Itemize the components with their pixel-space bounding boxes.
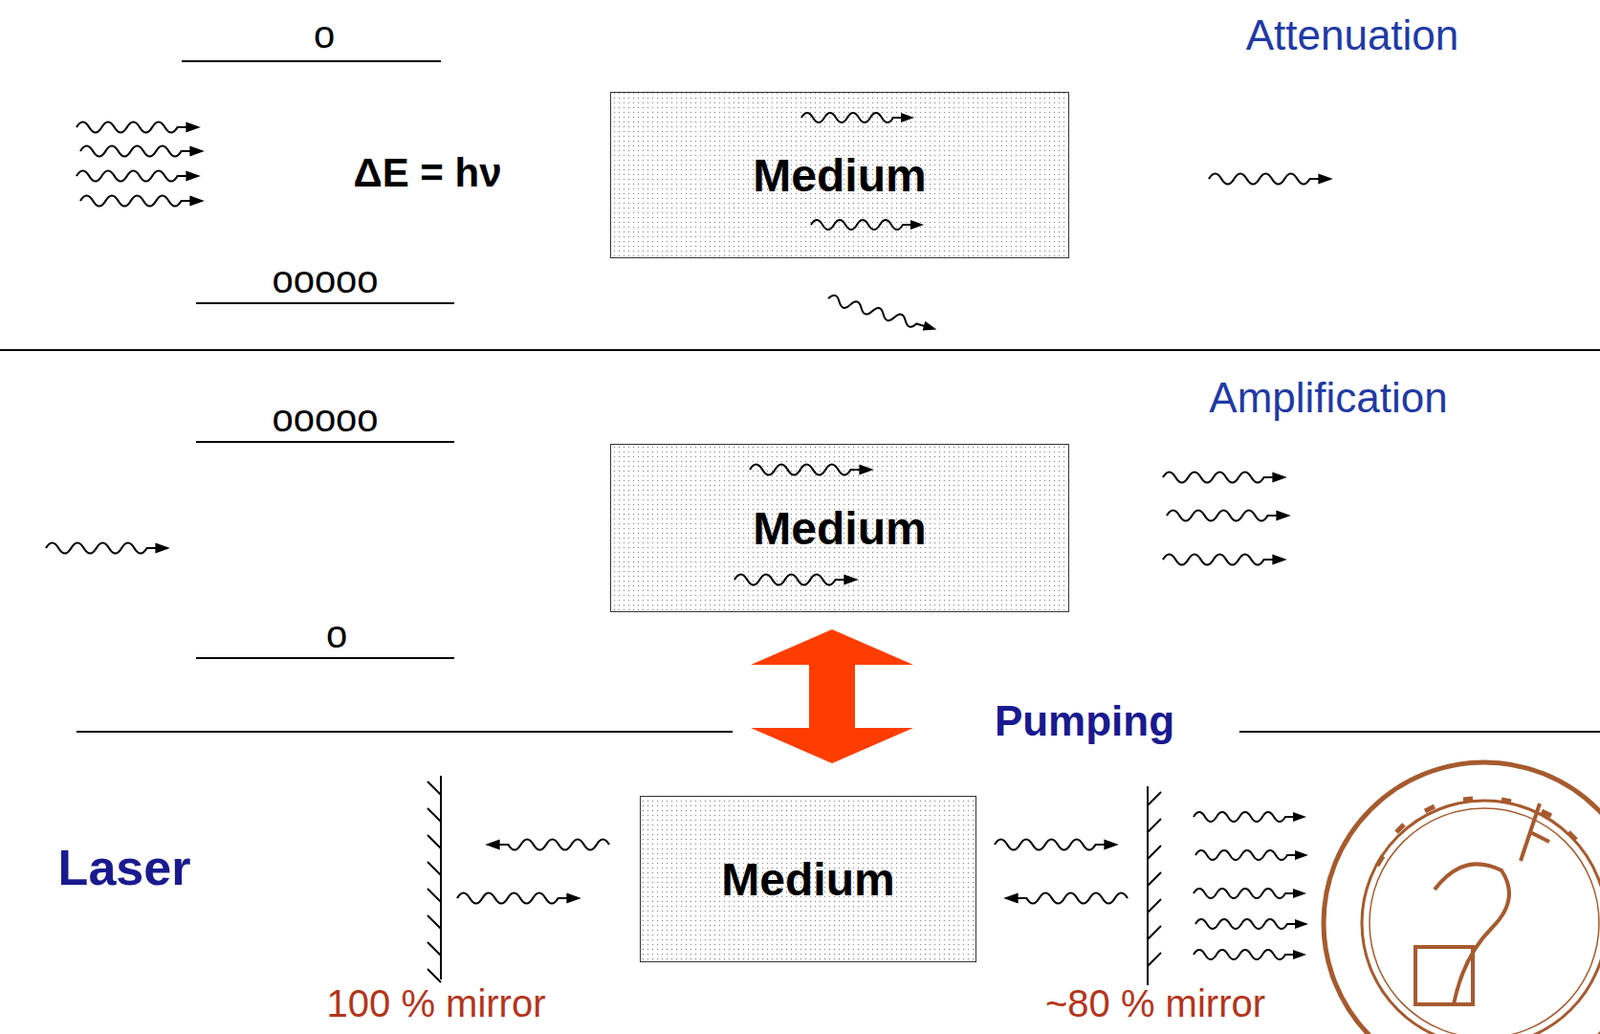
university-seal — [1323, 762, 1600, 1034]
section-title: Pumping — [994, 700, 1175, 743]
divider-lines — [0, 350, 1600, 732]
energy-levels — [181, 61, 455, 658]
medium-label: Medium — [721, 853, 895, 906]
population-marker: ooooo — [271, 260, 378, 299]
medium-fill — [610, 91, 1070, 259]
mirror-label: 100 % mirror — [327, 984, 547, 1023]
section-title: Laser — [58, 842, 192, 893]
medium-box: Medium — [639, 795, 977, 963]
section-title: Amplification — [1208, 376, 1447, 419]
medium-label: Medium — [752, 502, 926, 555]
medium-fill — [610, 443, 1070, 613]
pumping-arrow — [750, 629, 914, 764]
photon-waves — [457, 811, 1309, 960]
medium-box: Medium — [610, 443, 1070, 613]
photon-waves — [45, 464, 1292, 586]
population-marker: ooooo — [271, 398, 378, 438]
mirror-label: ~80 % mirror — [1045, 984, 1266, 1023]
medium-box: Medium — [610, 91, 1070, 259]
energy-formula: ΔE = hν — [352, 153, 502, 194]
population-marker: o — [313, 15, 335, 54]
population-marker: o — [326, 614, 348, 654]
medium-fill — [639, 795, 977, 963]
section-title: Attenuation — [1246, 14, 1460, 57]
mirrors — [427, 775, 1162, 986]
medium-label: Medium — [752, 149, 926, 202]
photon-waves — [76, 112, 1334, 334]
